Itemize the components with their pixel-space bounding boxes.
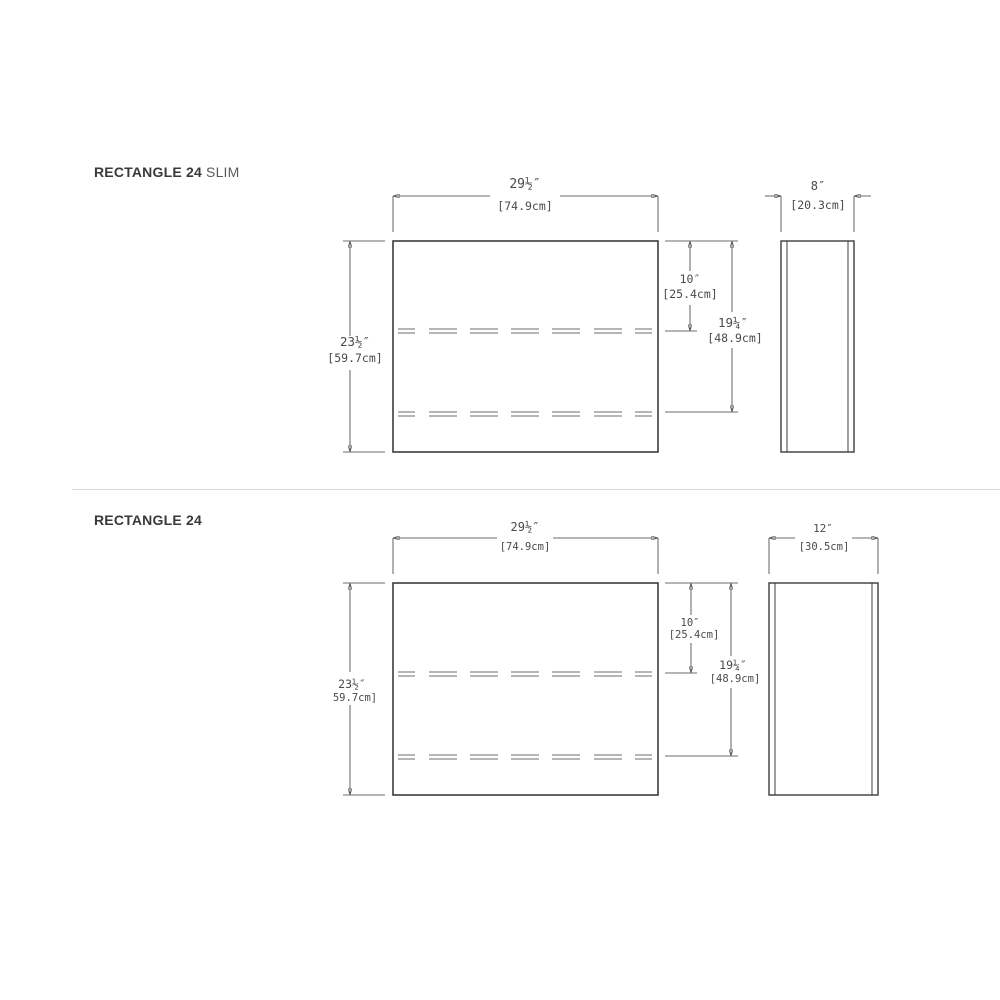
- groove-top-cm-label: [25.4cm]: [669, 629, 720, 641]
- groove-bottom-cm-label: [48.9cm]: [710, 673, 761, 685]
- side-view-slim: [765, 196, 871, 453]
- groove-bottom-cm-label: [48.9cm]: [707, 331, 762, 345]
- height-cm-label: [59.7cm]: [327, 351, 382, 365]
- depth-cm-label: [30.5cm]: [799, 541, 850, 553]
- product-name: RECTANGLE 24: [94, 512, 202, 528]
- front-view-slim: [343, 196, 738, 453]
- planter-front-outline: [392, 240, 659, 453]
- depth-inches-label: 12″: [813, 522, 833, 535]
- section-divider: [72, 489, 1000, 490]
- product-variant: SLIM: [206, 164, 240, 180]
- width-inches-label: 29½″: [509, 177, 540, 192]
- width-inches-label: 29½″: [511, 520, 540, 534]
- groove-lines-slim: [398, 328, 652, 417]
- depth-cm-label: [20.3cm]: [790, 198, 845, 212]
- product-title-rectangle-24-slim: RECTANGLE 24 SLIM: [94, 164, 240, 180]
- groove-top-cm-label: [25.4cm]: [662, 287, 717, 301]
- groove-bottom-inches-label: 19¼″: [718, 315, 748, 330]
- groove-top-inches-label: 10″: [681, 617, 700, 629]
- dimension-labels-slim: 29½″ [74.9cm] 23½″ [59.7cm] 10″ [25.4cm]…: [327, 177, 845, 365]
- planter-side-outline: [780, 240, 855, 453]
- groove-bottom-inches-label: 19¼″: [719, 658, 747, 672]
- height-inches-label: 23½″: [338, 677, 366, 691]
- side-view-standard: [768, 538, 879, 796]
- groove-lines-standard: [398, 671, 652, 760]
- planter-side-outline: [768, 582, 879, 796]
- height-cm-label: 59.7cm]: [333, 692, 377, 704]
- groove-top-inches-label: 10″: [680, 272, 701, 286]
- width-cm-label: [74.9cm]: [500, 541, 551, 553]
- planter-front-outline: [392, 582, 659, 796]
- product-title-rectangle-24: RECTANGLE 24: [94, 512, 202, 528]
- front-view-standard: [343, 538, 738, 796]
- product-name: RECTANGLE 24: [94, 164, 202, 180]
- height-inches-label: 23½″: [340, 334, 370, 349]
- dimension-labels-standard: 29½″ [74.9cm] 23½″ 59.7cm] 10″ [25.4cm] …: [333, 520, 849, 704]
- depth-inches-label: 8″: [811, 179, 825, 193]
- width-cm-label: [74.9cm]: [497, 199, 552, 213]
